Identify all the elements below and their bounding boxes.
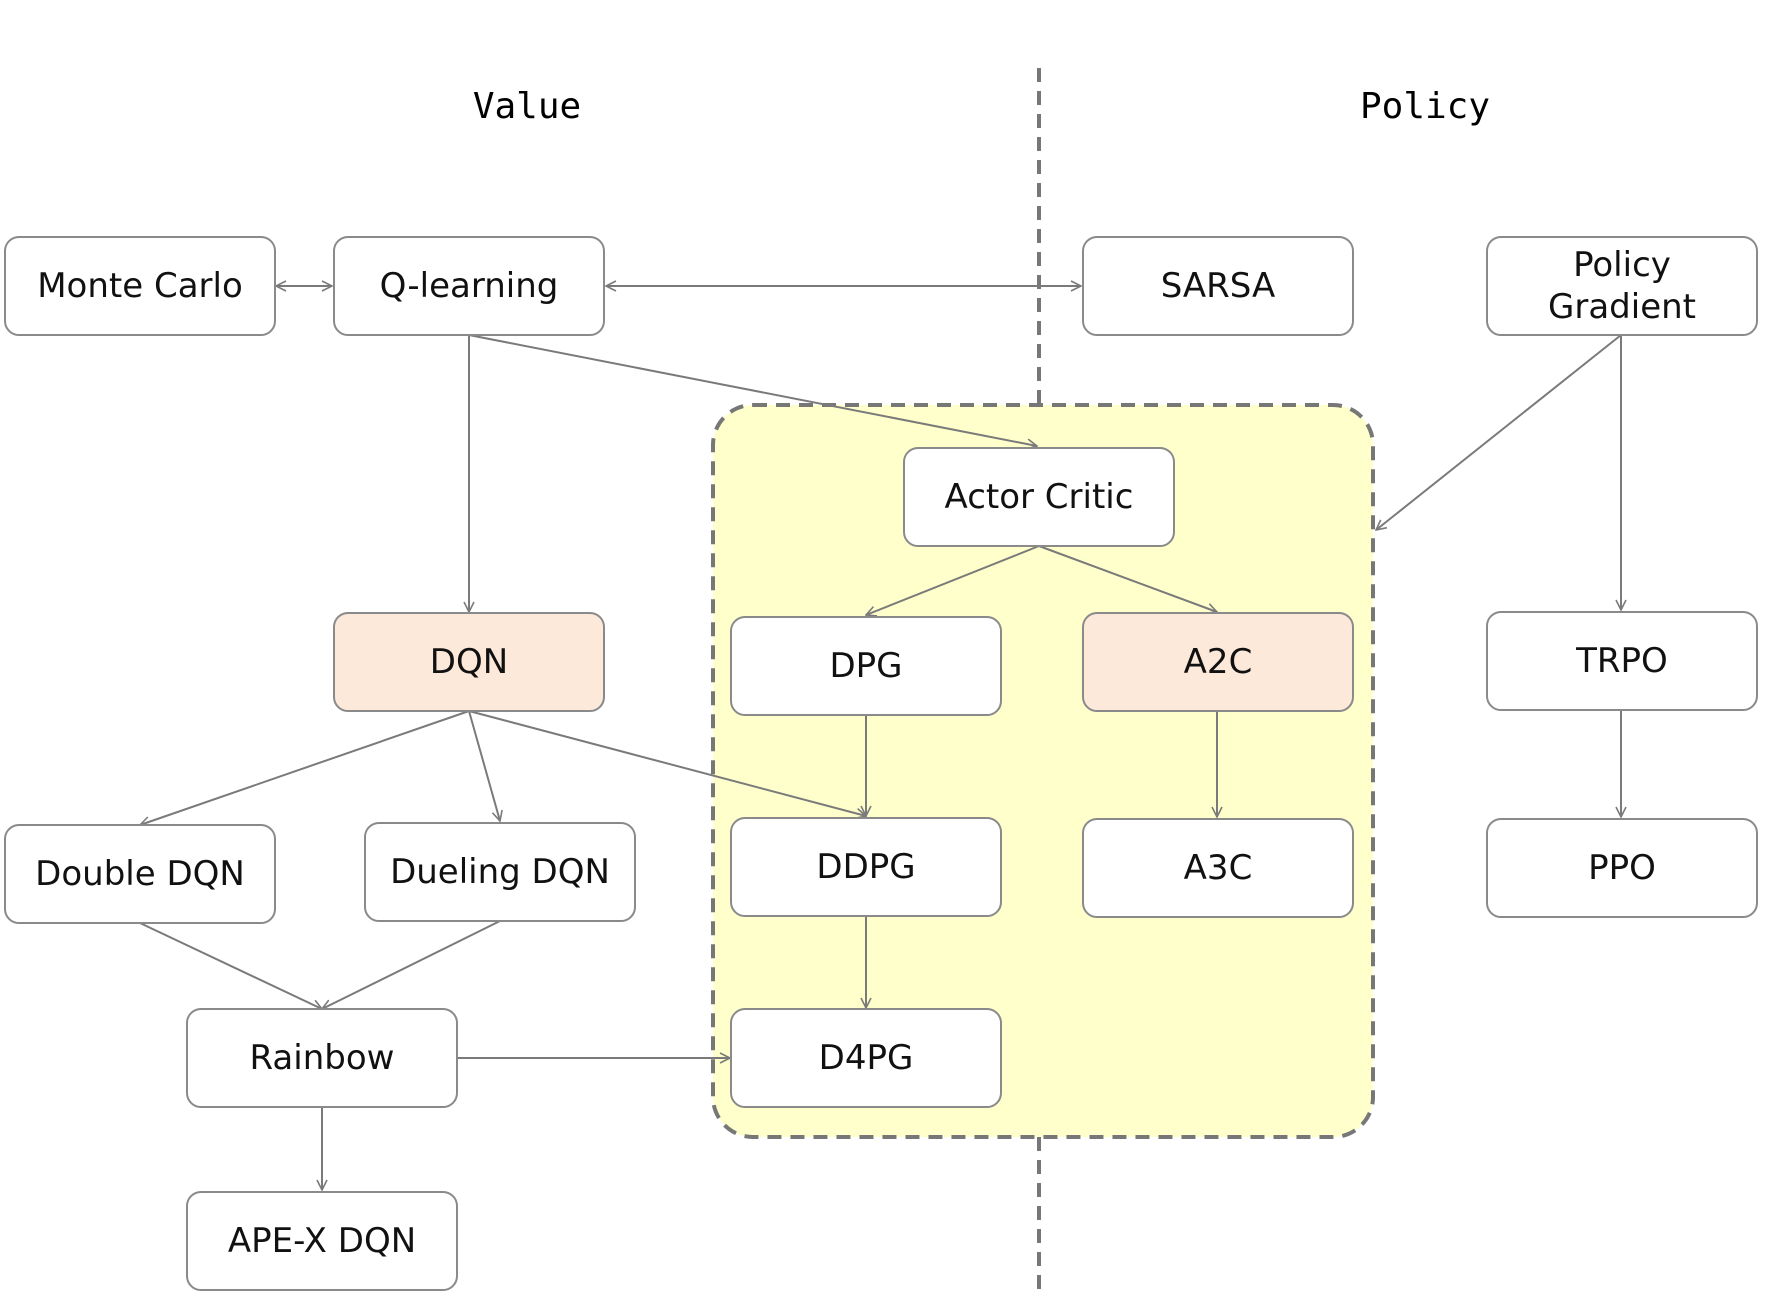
node-dqn-label: DQN (430, 642, 508, 682)
edge-actor-critic-a2c (1038, 545, 1217, 612)
node-policy-gradient: Policy Gradient (1486, 236, 1758, 336)
edge-q-learning-actor-critic (468, 334, 1037, 446)
node-double-dqn: Double DQN (4, 824, 276, 924)
edge-double-dqn-rainbow (139, 922, 322, 1009)
edge-dqn-ddpg (468, 710, 866, 816)
edge-policy-gradient-group (1376, 334, 1622, 530)
policy-header: Policy (1360, 86, 1490, 127)
node-d4pg-label: D4PG (819, 1038, 914, 1078)
node-actor-critic-label: Actor Critic (945, 477, 1134, 517)
edge-dqn-dueling-dqn (468, 710, 500, 821)
node-actor-critic: Actor Critic (903, 447, 1175, 547)
edge-actor-critic-dpg (866, 545, 1040, 615)
node-rainbow-label: Rainbow (250, 1038, 395, 1078)
node-policy-gradient-label-line2: Gradient (1548, 287, 1696, 327)
node-dueling-dqn-label: Dueling DQN (390, 852, 610, 892)
node-a2c-label: A2C (1184, 642, 1253, 682)
node-dpg-label: DPG (829, 646, 902, 686)
node-trpo-label: TRPO (1575, 641, 1668, 681)
node-dqn: DQN (333, 612, 605, 712)
node-policy-gradient-label-line1: Policy (1573, 245, 1671, 285)
node-q-learning-label: Q-learning (380, 266, 559, 306)
node-dpg: DPG (730, 616, 1002, 716)
edges (140, 286, 1621, 1190)
edge-dqn-double-dqn (140, 710, 470, 825)
value-header: Value (473, 86, 581, 127)
node-ddpg: DDPG (730, 817, 1002, 917)
node-ppo: PPO (1486, 818, 1758, 918)
edge-dueling-dqn-rainbow (322, 920, 501, 1010)
node-trpo: TRPO (1486, 611, 1758, 711)
node-monte-carlo-label: Monte Carlo (37, 266, 243, 306)
node-a2c: A2C (1082, 612, 1354, 712)
node-dueling-dqn: Dueling DQN (364, 822, 636, 922)
node-d4pg: D4PG (730, 1008, 1002, 1108)
node-double-dqn-label: Double DQN (35, 854, 245, 894)
node-rainbow: Rainbow (186, 1008, 458, 1108)
node-ppo-label: PPO (1588, 848, 1656, 888)
node-ddpg-label: DDPG (816, 847, 915, 887)
node-sarsa: SARSA (1082, 236, 1354, 336)
node-a3c: A3C (1082, 818, 1354, 918)
node-q-learning: Q-learning (333, 236, 605, 336)
node-sarsa-label: SARSA (1161, 266, 1276, 306)
node-monte-carlo: Monte Carlo (4, 236, 276, 336)
actor-critic-group-region (711, 403, 1375, 1139)
node-ape-x-dqn: APE-X DQN (186, 1191, 458, 1291)
node-a3c-label: A3C (1184, 848, 1253, 888)
node-ape-x-dqn-label: APE-X DQN (228, 1221, 416, 1261)
